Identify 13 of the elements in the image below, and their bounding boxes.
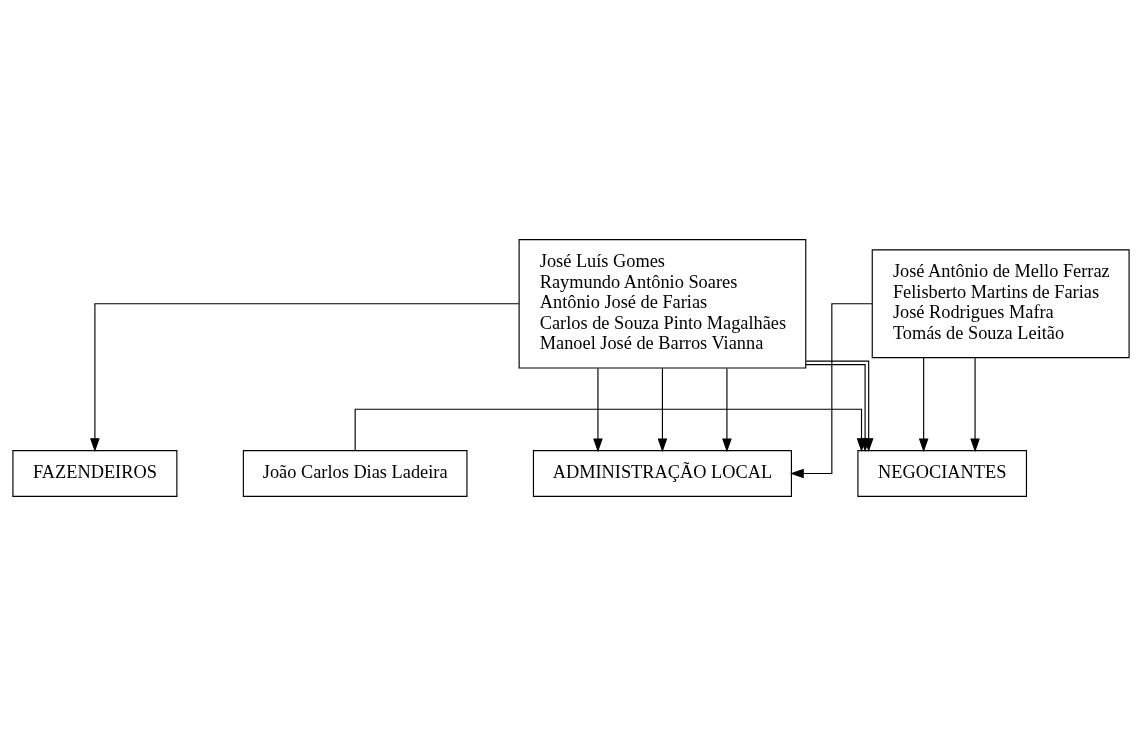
arrow bbox=[970, 356, 980, 452]
node-box: NEGOCIANTES bbox=[857, 449, 1028, 497]
arrow bbox=[657, 367, 668, 452]
arrow bbox=[918, 356, 929, 452]
node-box: José Luís Gomes Raymundo Antônio Soares Antônio José de Farias Carlos de Souza Pinto Magalhães Manoel José de Barros Vianna bbox=[518, 238, 807, 369]
node-box: ADMINISTRAÇÃO LOCAL bbox=[532, 449, 792, 497]
arrow bbox=[90, 302, 520, 452]
arrow bbox=[722, 367, 732, 452]
node-box: FAZENDEIROS bbox=[12, 449, 178, 497]
arrow bbox=[354, 408, 867, 452]
node-box: João Carlos Dias Ladeira bbox=[242, 449, 468, 497]
node-box: José Antônio de Mello Ferraz Felisberto Martins de Farias José Rodrigues Mafra Tomás de Souza Leitão bbox=[871, 248, 1130, 358]
arrow bbox=[593, 367, 603, 452]
